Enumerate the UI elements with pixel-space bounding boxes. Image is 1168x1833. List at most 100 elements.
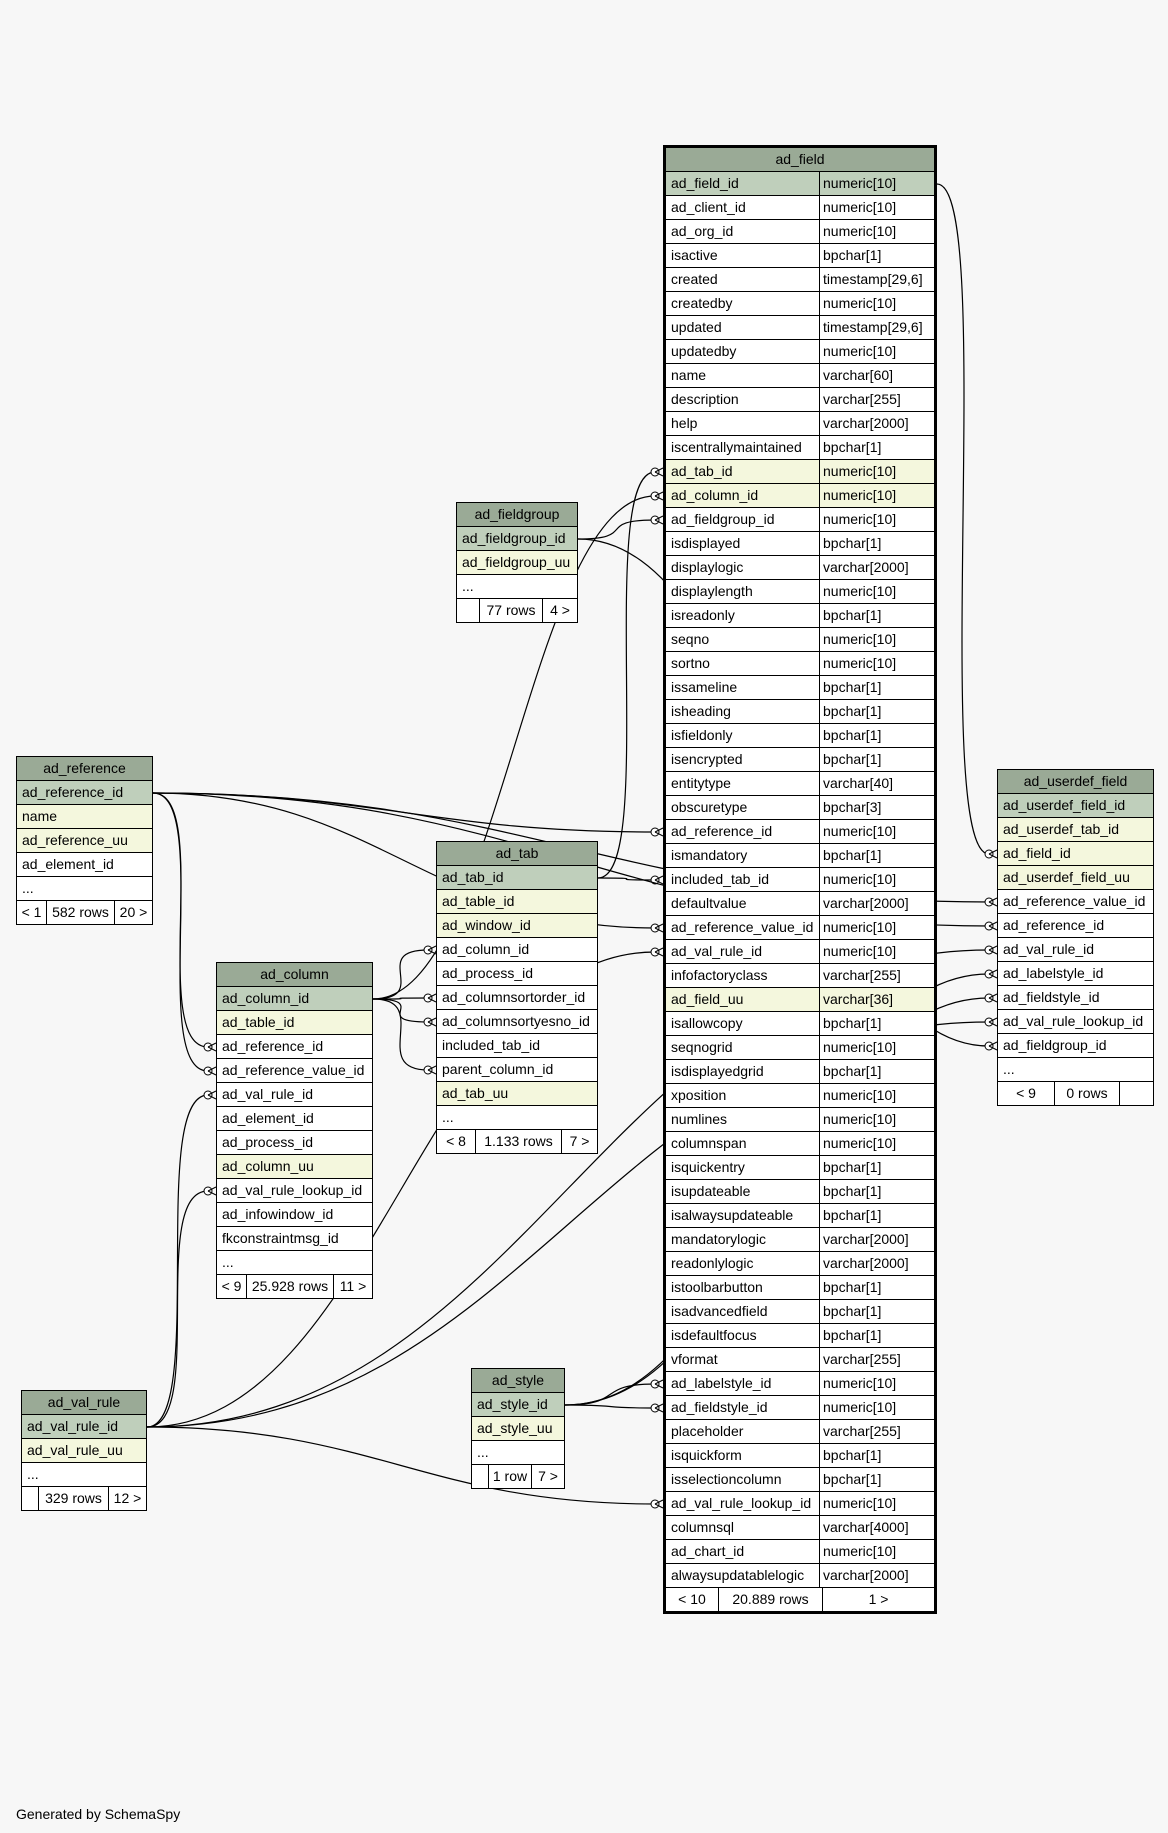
table-column-row[interactable]: fkconstraintmsg_id: [217, 1227, 372, 1251]
table-column-row[interactable]: ad_val_rule_lookup_id: [217, 1179, 372, 1203]
table-column-row[interactable]: ad_column_id: [217, 987, 372, 1011]
table-title[interactable]: ad_column: [217, 963, 372, 987]
table-column-row[interactable]: ...: [457, 575, 577, 599]
table-column-row[interactable]: ad_style_id: [472, 1393, 564, 1417]
table-title[interactable]: ad_tab: [437, 842, 597, 866]
table-column-row[interactable]: ad_columnsortyesno_id: [437, 1010, 597, 1034]
table-column-row[interactable]: ad_val_rule_id: [217, 1083, 372, 1107]
table-column-row[interactable]: ad_process_id: [437, 962, 597, 986]
table-column-row[interactable]: ad_reference_id: [998, 914, 1153, 938]
table-column-row[interactable]: ad_tab_id: [437, 866, 597, 890]
table-column-row[interactable]: ad_labelstyle_id: [998, 962, 1153, 986]
table-column-row[interactable]: ad_userdef_tab_id: [998, 818, 1153, 842]
table-column-row[interactable]: ...: [217, 1251, 372, 1275]
table-column-row[interactable]: ad_val_rule_uu: [22, 1439, 146, 1463]
table-column-row[interactable]: ad_element_id: [217, 1107, 372, 1131]
table-column-row[interactable]: ...: [998, 1058, 1153, 1082]
table-column-row[interactable]: ad_reference_uu: [17, 829, 152, 853]
table-column-row[interactable]: ad_reference_id: [217, 1035, 372, 1059]
table-column-row[interactable]: ad_fieldgroup_id: [457, 527, 577, 551]
table-column-row[interactable]: ad_field_id: [998, 842, 1153, 866]
table-title[interactable]: ad_field: [666, 148, 934, 172]
table-column-row[interactable]: ad_fieldgroup_id: [998, 1034, 1153, 1058]
table-column-row[interactable]: ad_style_uu: [472, 1417, 564, 1441]
table-column-row[interactable]: ad_fieldstyle_id: [998, 986, 1153, 1010]
table-column-row[interactable]: ...: [17, 877, 152, 901]
table-title[interactable]: ad_style: [472, 1369, 564, 1393]
table-column-row[interactable]: ad_table_id: [217, 1011, 372, 1035]
table-column-row[interactable]: ad_tab_uu: [437, 1082, 597, 1106]
table-column-row[interactable]: ad_column_uu: [217, 1155, 372, 1179]
table-column-row[interactable]: ad_table_id: [437, 890, 597, 914]
table-column-row[interactable]: ad_column_id: [437, 938, 597, 962]
table-column-row[interactable]: ad_reference_value_id: [217, 1059, 372, 1083]
table-column-row[interactable]: ad_reference_id: [17, 781, 152, 805]
table-column-row[interactable]: ad_userdef_field_uu: [998, 866, 1153, 890]
table-column-row[interactable]: ad_val_rule_id: [998, 938, 1153, 962]
table-column-row[interactable]: ad_infowindow_id: [217, 1203, 372, 1227]
table-column-row[interactable]: ad_process_id: [217, 1131, 372, 1155]
table-column-row[interactable]: ad_val_rule_id: [22, 1415, 146, 1439]
table-column-row[interactable]: ad_window_id: [437, 914, 597, 938]
table-column-row[interactable]: ad_reference_value_id: [998, 890, 1153, 914]
table-column-row[interactable]: ad_userdef_field_id: [998, 794, 1153, 818]
table-title[interactable]: ad_val_rule: [22, 1391, 146, 1415]
table-column-row[interactable]: ...: [472, 1441, 564, 1465]
table-title[interactable]: ad_fieldgroup: [457, 503, 577, 527]
